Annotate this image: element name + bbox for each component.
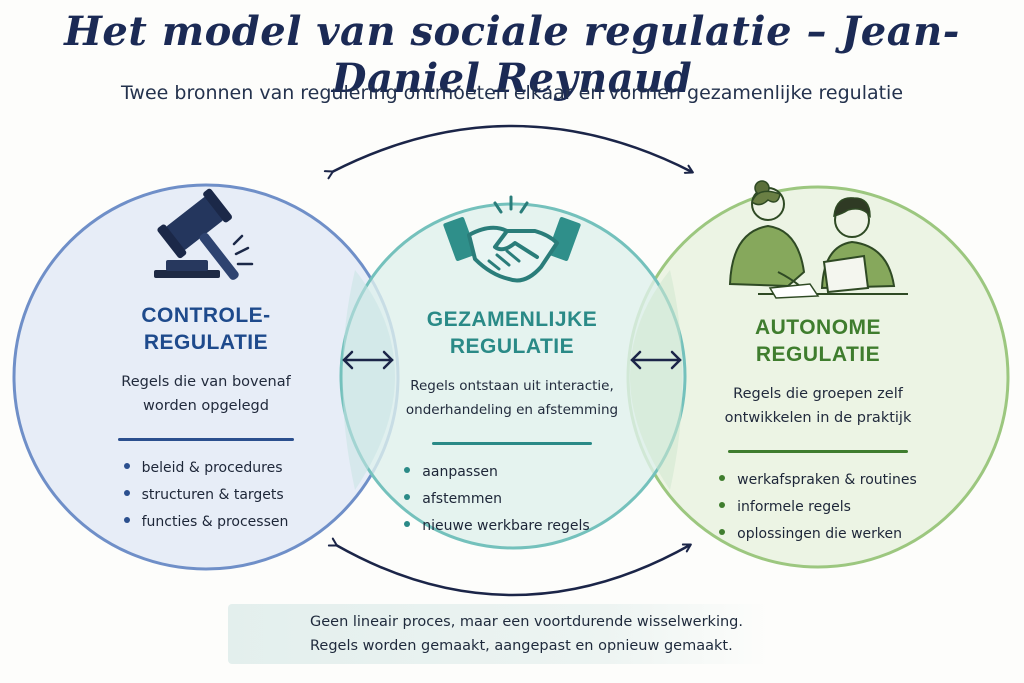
bullet-list-autonome: werkafspraken & routines informele regel… (719, 467, 917, 548)
list-item: aanpassen (404, 459, 589, 486)
divider-gezamenlijk (432, 442, 592, 445)
gavel-icon (154, 188, 254, 280)
heading-controle: CONTROLE- REGULATIE (141, 304, 271, 354)
bottom-arc-arrow (327, 537, 692, 597)
bullet-list-gezamenlijk: aanpassen afstemmen nieuwe werkbare rege… (404, 459, 590, 540)
top-arc-arrow (323, 124, 694, 180)
bullet-list-controle: beleid & procedures structuren & targets… (123, 455, 289, 536)
double-arrow-left (342, 350, 394, 370)
footer-note: Geen lineair proces, maar een voortduren… (310, 610, 743, 658)
diagram-title: Het model van sociale regulatie – Jean-D… (64, 8, 960, 102)
list-item: beleid & procedures (123, 455, 289, 482)
footer-line-2: Regels worden gemaakt, aangepast en opni… (310, 638, 733, 654)
list-item: afstemmen (404, 486, 589, 513)
divider-autonome (728, 450, 908, 453)
double-arrow-right (630, 350, 682, 370)
list-item: structuren & targets (123, 482, 289, 509)
collaborating-people-icon (728, 180, 908, 299)
list-item: informele regels (719, 494, 917, 521)
heading-gezamenlijk: GEZAMENLIJKE REGULATIE (426, 308, 598, 358)
description-autonome: Regels die groepen zelf ontwikkelen in d… (724, 386, 912, 426)
heading-autonome: AUTONOME REGULATIE (754, 316, 882, 366)
description-gezamenlijk: Regels ontstaan uit interactie, onderhan… (405, 378, 619, 418)
circle-controle-content: CONTROLE- REGULATIE Regels die van boven… (66, 302, 346, 536)
divider-controle (118, 438, 294, 441)
description-controle: Regels die van bovenaf worden opgelegd (121, 374, 291, 414)
list-item: nieuwe werkbare regels (404, 513, 590, 540)
circle-gezamenlijk-content: GEZAMENLIJKE REGULATIE Regels ontstaan u… (384, 306, 640, 540)
circle-autonome-content: AUTONOME REGULATIE Regels die groepen ze… (684, 314, 952, 548)
list-item: functies & processen (123, 509, 288, 536)
list-item: oplossingen die werken (719, 521, 917, 548)
diagram-subtitle: Twee bronnen van regulering ontmoeten el… (120, 82, 904, 104)
footer-line-1: Geen lineair proces, maar een voortduren… (310, 614, 743, 630)
footer-note-band (228, 604, 768, 664)
list-item: werkafspraken & routines (719, 467, 917, 494)
handshake-icon (443, 195, 581, 283)
